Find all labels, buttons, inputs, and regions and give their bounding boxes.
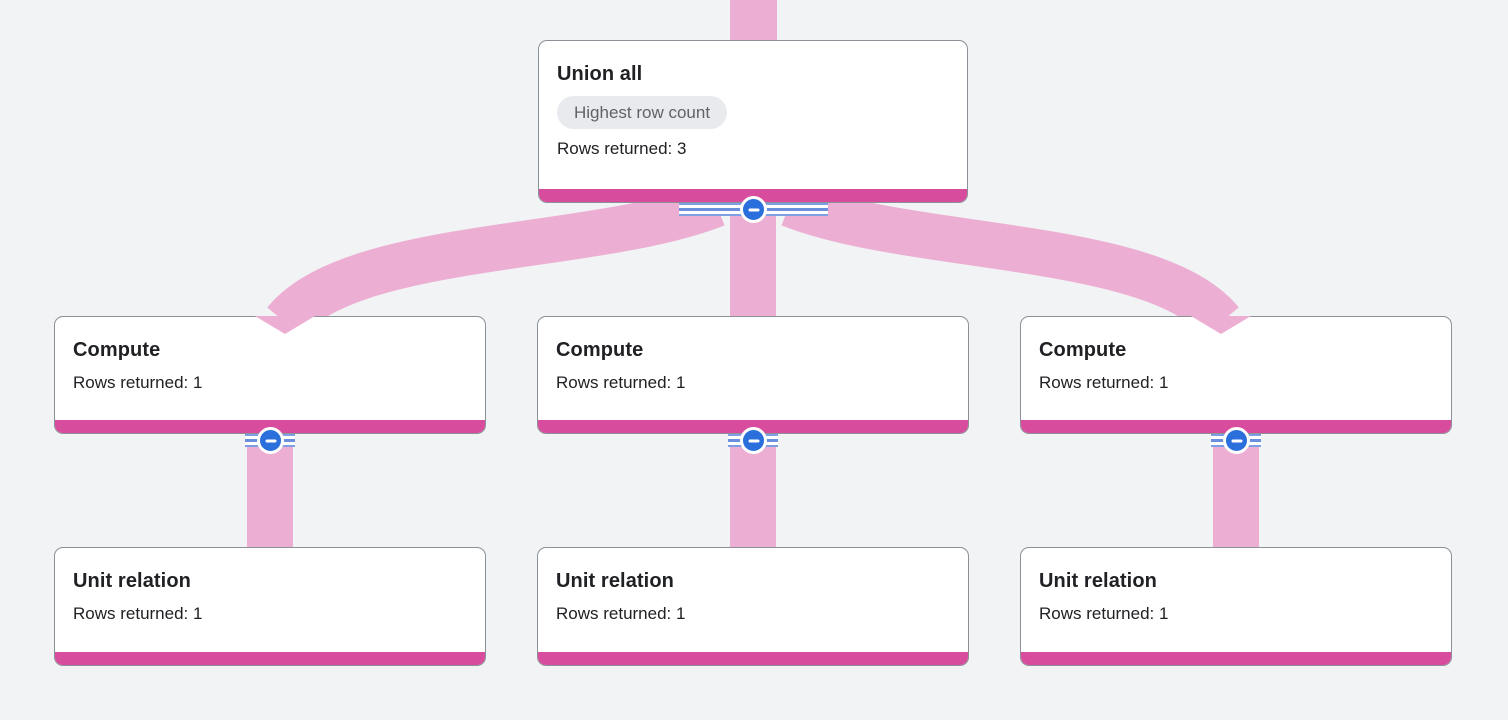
collapse-button-compute-1[interactable] (257, 427, 284, 454)
collapse-button-union-all[interactable] (740, 196, 767, 223)
edge-compute-2-to-unit-relation-2 (730, 440, 776, 548)
node-compute-3[interactable]: Compute Rows returned: 1 (1020, 316, 1452, 434)
edge-union-all-to-compute-3 (781, 182, 1239, 338)
node-accent-bar (539, 189, 967, 202)
node-unit-relation-2[interactable]: Unit relation Rows returned: 1 (537, 547, 969, 666)
edge-compute-3-to-unit-relation-3 (1213, 440, 1259, 548)
node-accent-bar (538, 652, 968, 665)
collapse-button-compute-3[interactable] (1223, 427, 1250, 454)
node-title: Compute (73, 339, 161, 361)
edge-compute-1-to-unit-relation-1 (247, 440, 293, 548)
edge-union-all-to-compute-1 (267, 182, 725, 338)
node-union-all[interactable]: Union all Highest row count Rows returne… (538, 40, 968, 203)
minus-icon (1231, 439, 1242, 442)
minus-icon (265, 439, 276, 442)
minus-icon (748, 439, 759, 442)
highest-row-count-badge: Highest row count (557, 96, 728, 129)
edge-from-offscreen-to-union-all (730, 0, 777, 44)
node-title: Union all (557, 63, 643, 85)
rows-returned-label: Rows returned: 1 (556, 373, 686, 392)
rows-returned-label: Rows returned: 3 (557, 139, 687, 158)
node-compute-1[interactable]: Compute Rows returned: 1 (54, 316, 486, 434)
node-unit-relation-1[interactable]: Unit relation Rows returned: 1 (54, 547, 486, 666)
node-accent-bar (55, 420, 485, 433)
node-unit-relation-3[interactable]: Unit relation Rows returned: 1 (1020, 547, 1452, 666)
node-title: Compute (1039, 339, 1127, 361)
rows-returned-label: Rows returned: 1 (73, 604, 203, 623)
node-accent-bar (1021, 420, 1451, 433)
node-accent-bar (55, 652, 485, 665)
node-title: Compute (556, 339, 644, 361)
node-title: Unit relation (556, 570, 674, 592)
rows-returned-label: Rows returned: 1 (1039, 373, 1169, 392)
node-compute-2[interactable]: Compute Rows returned: 1 (537, 316, 969, 434)
node-title: Unit relation (1039, 570, 1157, 592)
minus-icon (748, 208, 759, 211)
collapse-button-compute-2[interactable] (740, 427, 767, 454)
node-accent-bar (1021, 652, 1451, 665)
node-title: Unit relation (73, 570, 191, 592)
rows-returned-label: Rows returned: 1 (556, 604, 686, 623)
node-accent-bar (538, 420, 968, 433)
rows-returned-label: Rows returned: 1 (73, 373, 203, 392)
rows-returned-label: Rows returned: 1 (1039, 604, 1169, 623)
